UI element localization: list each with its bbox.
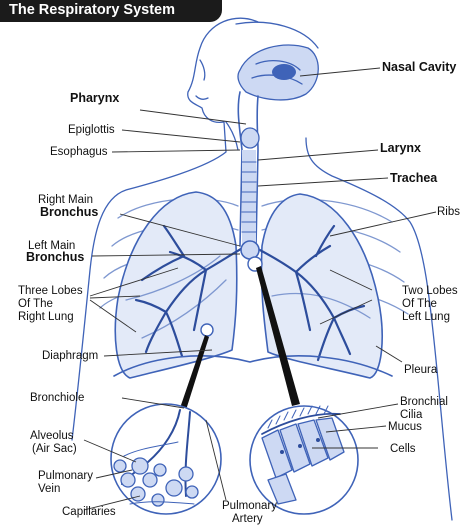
label-pulmonary-vein-line1: Pulmonary (38, 470, 93, 482)
label-diaphragm: Diaphragm (42, 350, 99, 362)
magnifier-connectors (180, 266, 300, 410)
label-two-lobes-line1: Two Lobes (402, 285, 458, 297)
label-bronchiole: Bronchiole (30, 392, 85, 404)
label-pharynx: Pharynx (70, 91, 120, 105)
label-bronchial-line1: Bronchial (400, 396, 448, 408)
right-lung (114, 191, 238, 379)
label-two-lobes-line2: Of The (402, 298, 437, 310)
label-trachea: Trachea (390, 171, 438, 185)
alveoli-magnified (110, 403, 222, 515)
label-three-lobes-line2: Of The (18, 298, 53, 310)
label-pulmonary-artery-line1: Pulmonary (222, 500, 277, 512)
label-epiglottis: Epiglottis (68, 124, 115, 136)
label-left-main-line2: Bronchus (26, 250, 85, 264)
label-capillaries: Capillaries (62, 506, 116, 518)
label-alveolus-line2: (Air Sac) (32, 443, 77, 455)
left-lung (260, 193, 383, 379)
label-cells: Cells (390, 443, 416, 455)
diaphragm (113, 355, 393, 377)
label-bronchial-line2: Cilia (400, 409, 423, 421)
label-three-lobes-line3: Right Lung (18, 311, 74, 323)
label-mucus: Mucus (388, 421, 422, 433)
label-right-main-line2: Bronchus (40, 205, 99, 219)
body-outline (71, 17, 453, 521)
label-right-main-line1: Right Main (38, 194, 93, 206)
label-pulmonary-artery-line2: Artery (232, 513, 263, 525)
title-bar: The Respiratory System (0, 0, 222, 22)
cilia-magnified (249, 405, 359, 515)
label-left-main-line1: Left Main (28, 240, 76, 252)
label-two-lobes-line3: Left Lung (402, 311, 450, 323)
label-larynx: Larynx (380, 141, 421, 155)
bronchial-tree (134, 224, 366, 362)
label-alveolus-line1: Alveolus (30, 430, 74, 442)
trachea (225, 91, 260, 247)
label-pulmonary-vein-line2: Vein (38, 483, 61, 495)
pointer-lines (83, 67, 437, 511)
label-esophagus: Esophagus (50, 146, 108, 158)
diagram-title: The Respiratory System (9, 2, 176, 18)
label-nasal-cavity: Nasal Cavity (382, 60, 457, 74)
label-pleura: Pleura (404, 364, 438, 376)
label-ribs: Ribs (437, 206, 461, 218)
nasal-cavity (237, 44, 319, 101)
label-three-lobes-line1: Three Lobes (18, 285, 83, 297)
